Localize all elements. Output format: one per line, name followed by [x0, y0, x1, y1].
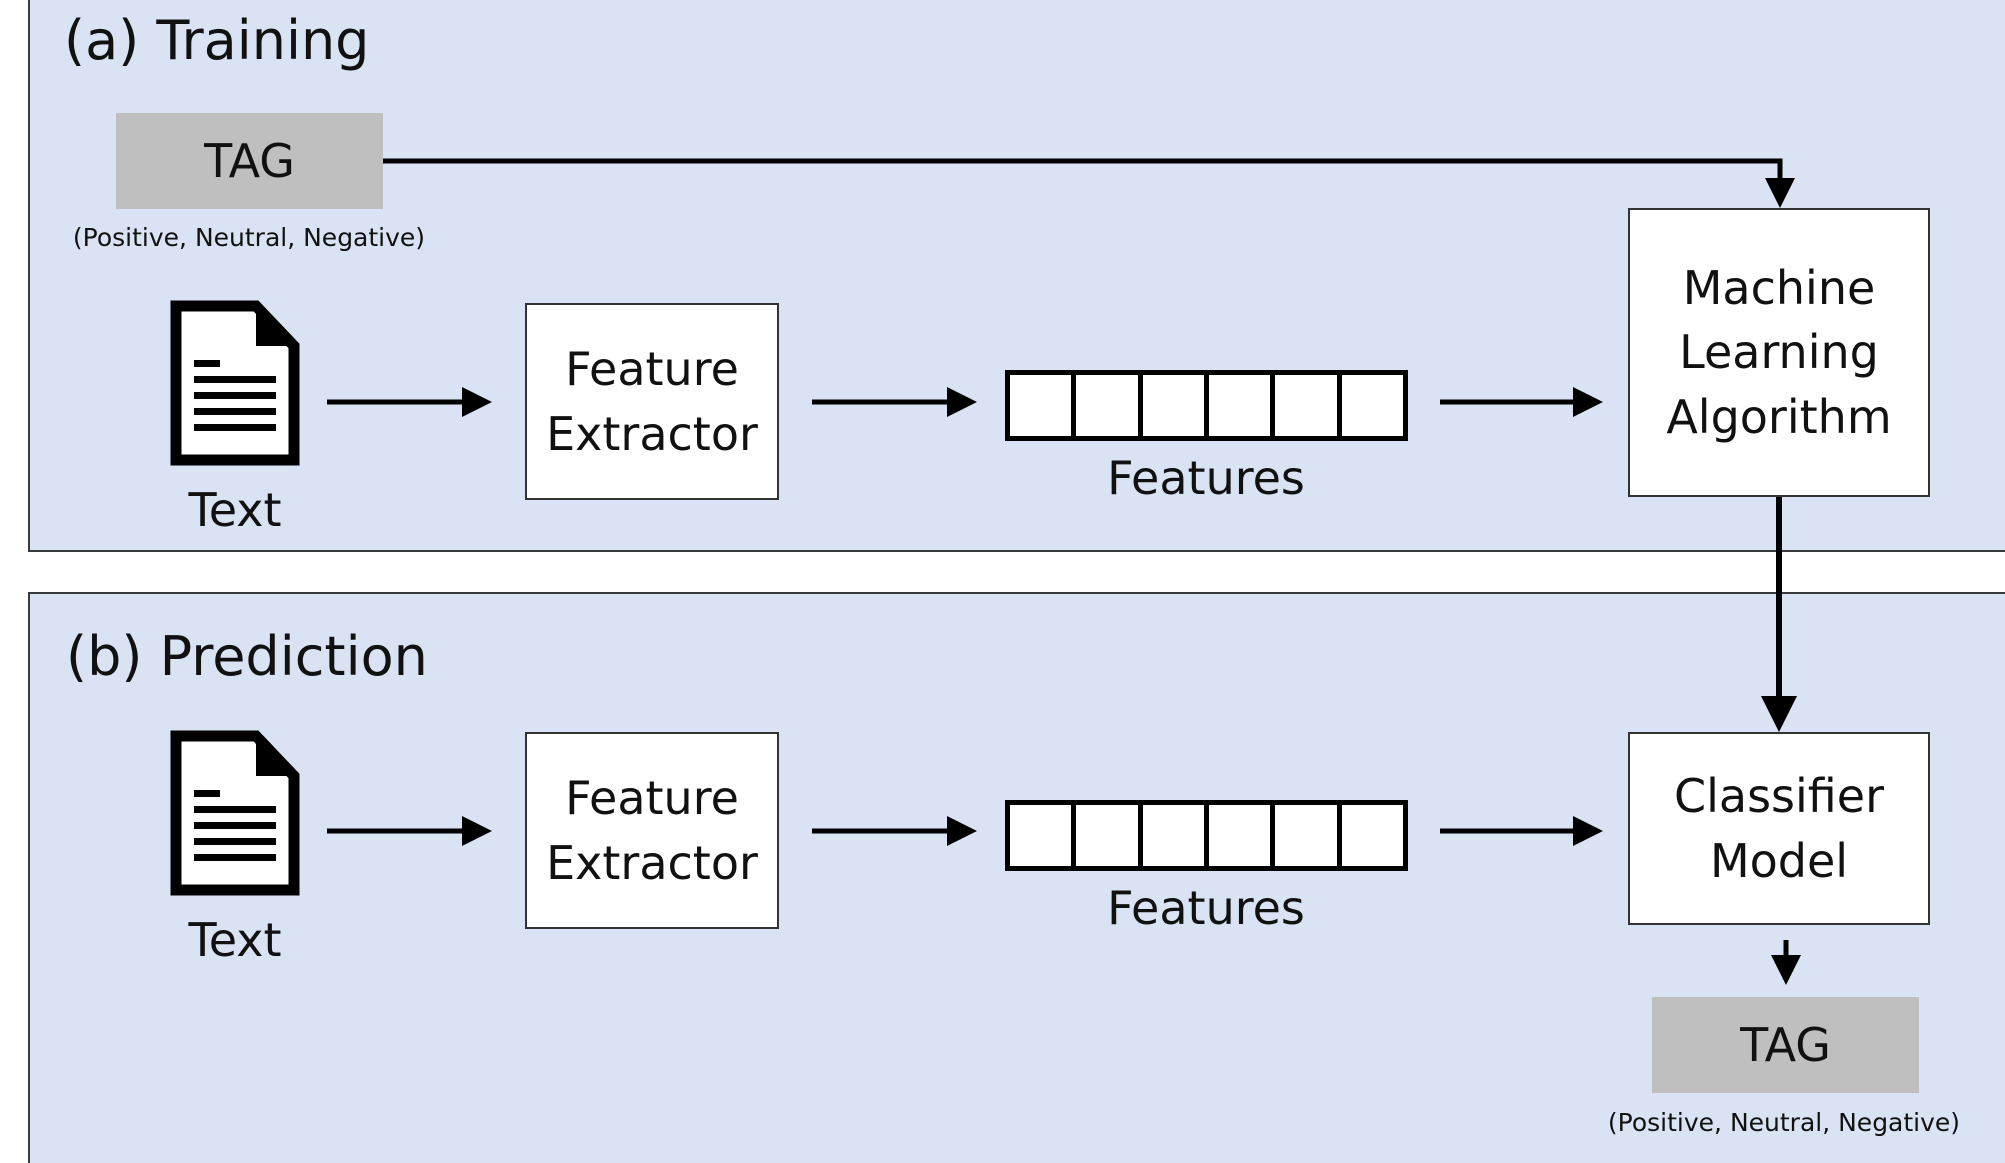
classifier-line2: Model: [1709, 833, 1849, 888]
feature-cell: [1142, 375, 1209, 436]
training-title: (a) Training: [64, 9, 370, 72]
prediction-title: (b) Prediction: [66, 625, 428, 688]
training-tag-note: (Positive, Neutral, Negative): [72, 223, 426, 252]
prediction-features-label: Features: [1107, 881, 1305, 935]
training-text-label: Text: [188, 483, 282, 537]
feature-cell: [1275, 805, 1342, 866]
prediction-text-label: Text: [188, 913, 282, 967]
algo-line3: Algorithm: [1666, 389, 1892, 444]
prediction-tag-note: (Positive, Neutral, Negative): [1607, 1108, 1961, 1137]
training-document-icon: [170, 300, 300, 466]
training-extractor-line1: Feature: [565, 342, 739, 397]
feature-cell: [1341, 375, 1403, 436]
training-feature-extractor-box: Feature Extractor: [525, 303, 779, 500]
feature-cell: [1208, 805, 1276, 866]
feature-cell: [1341, 805, 1403, 866]
classifier-line1: Classifier: [1674, 769, 1884, 824]
feature-cell: [1076, 375, 1143, 436]
feature-cell: [1076, 805, 1143, 866]
prediction-tag-label: TAG: [1740, 1018, 1831, 1072]
training-features-vector: [1005, 370, 1408, 441]
training-extractor-line2: Extractor: [546, 406, 758, 461]
feature-cell: [1010, 805, 1077, 866]
feature-cell: [1208, 375, 1276, 436]
training-tag-box: TAG: [116, 113, 383, 209]
feature-cell: [1142, 805, 1209, 866]
prediction-extractor-line1: Feature: [565, 771, 739, 826]
prediction-extractor-line2: Extractor: [546, 835, 758, 890]
training-features-label: Features: [1107, 451, 1305, 505]
algo-line1: Machine: [1682, 260, 1876, 315]
prediction-features-vector: [1005, 800, 1408, 871]
machine-learning-algorithm-box: Machine Learning Algorithm: [1628, 208, 1930, 497]
classifier-model-box: Classifier Model: [1628, 732, 1930, 925]
algo-line2: Learning: [1679, 325, 1879, 380]
prediction-document-icon: [170, 730, 300, 896]
prediction-tag-box: TAG: [1652, 997, 1919, 1093]
feature-cell: [1275, 375, 1342, 436]
prediction-feature-extractor-box: Feature Extractor: [525, 732, 779, 929]
training-tag-label: TAG: [204, 134, 295, 188]
feature-cell: [1010, 375, 1077, 436]
